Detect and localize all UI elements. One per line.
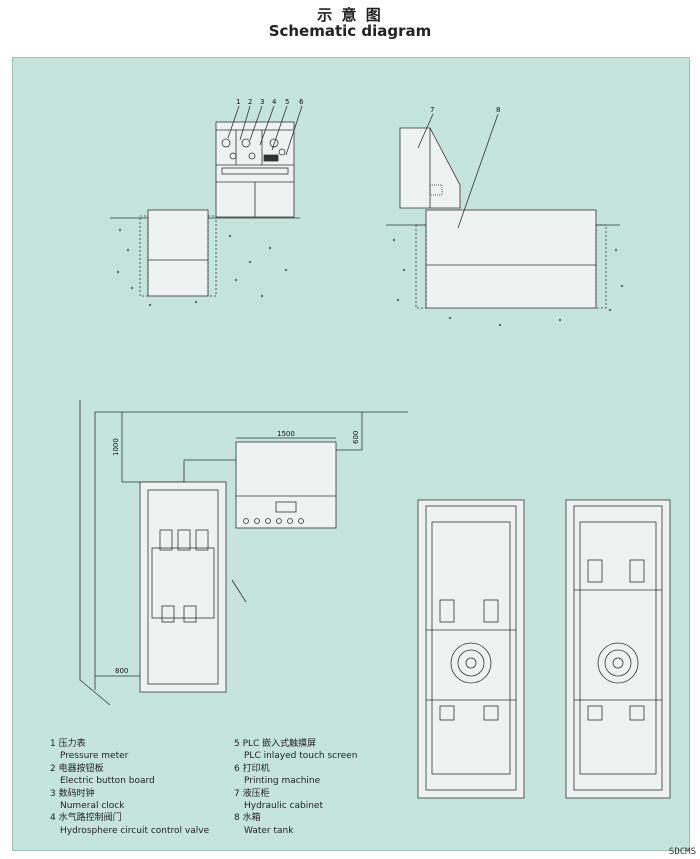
water-tank-front [147,209,209,297]
legend-7-en: Hydraulic cabinet [244,801,323,812]
floor-plan [79,400,408,706]
dimension-right-offset: 600 [352,431,360,444]
tank-plan-left [417,499,525,799]
legend-item-5: 5 PLC 嵌入式触摸屏 PLC inlayed touch screen [234,738,357,763]
legend-4-en: Hydrosphere circuit control valve [60,825,210,836]
legend-3-cn: 3 数码时钟 [50,788,95,799]
legend-item-4: 4 水气路控制阀门 Hydrosphere circuit control va… [50,812,209,837]
diagram-title-cn: 示 意 图 [317,6,383,24]
legend-item-1: 1 压力表 Pressure meter [50,738,209,763]
legend-right: 5 PLC 嵌入式触摸屏 PLC inlayed touch screen 6 … [234,738,357,837]
water-tank-side [425,209,597,309]
plan-water-tank [139,481,227,693]
dimension-width-top: 1500 [277,430,295,438]
legend-3-en: Numeral clock [60,801,125,812]
legend-item-8: 8 水箱 Water tank [234,812,357,837]
legend-item-3: 3 数码时钟 Numeral clock [50,788,209,813]
callout-3: 3 [260,98,264,106]
legend-2-en: Electric button board [60,776,155,787]
side-elevation [386,113,624,327]
front-elevation [110,105,303,307]
legend-1-cn: 1 压力表 [50,739,86,749]
legend-8-cn: 8 水箱 [234,813,261,824]
callout-8: 8 [496,106,500,114]
legend-5-en: PLC inlayed touch screen [244,751,358,762]
callout-2: 2 [248,98,252,106]
legend-1-en: Pressure meter [60,751,129,762]
legend-item-7: 7 液压柜 Hydraulic cabinet [234,788,357,813]
legend-item-2: 2 电器按钮板 Electric button board [50,763,209,788]
callout-7: 7 [430,106,434,114]
legend-7-cn: 7 液压柜 [234,788,270,799]
legend-8-en: Water tank [244,825,294,836]
callout-5: 5 [285,98,289,106]
legend-6-cn: 6 打印机 [234,763,270,774]
callout-6: 6 [299,98,304,106]
watermark: SDCMS [668,847,696,857]
legend-4-cn: 4 水气路控制阀门 [50,813,122,824]
dimension-left-offset: 1000 [112,438,120,456]
tank-plan-right [565,499,671,799]
legend-item-6: 6 打印机 Printing machine [234,763,357,788]
dimension-bottom-offset: 800 [115,667,128,675]
callout-4: 4 [272,98,277,106]
legend-2-cn: 2 电器按钮板 [50,763,104,774]
legend-6-en: Printing machine [244,776,321,787]
callout-1: 1 [236,98,240,106]
legend-5-cn: 5 PLC 嵌入式触摸屏 [234,739,317,749]
plan-control-desk [235,441,337,529]
legend-left: 1 压力表 Pressure meter 2 电器按钮板 Electric bu… [50,738,209,837]
diagram-title-en: Schematic diagram [268,22,432,40]
